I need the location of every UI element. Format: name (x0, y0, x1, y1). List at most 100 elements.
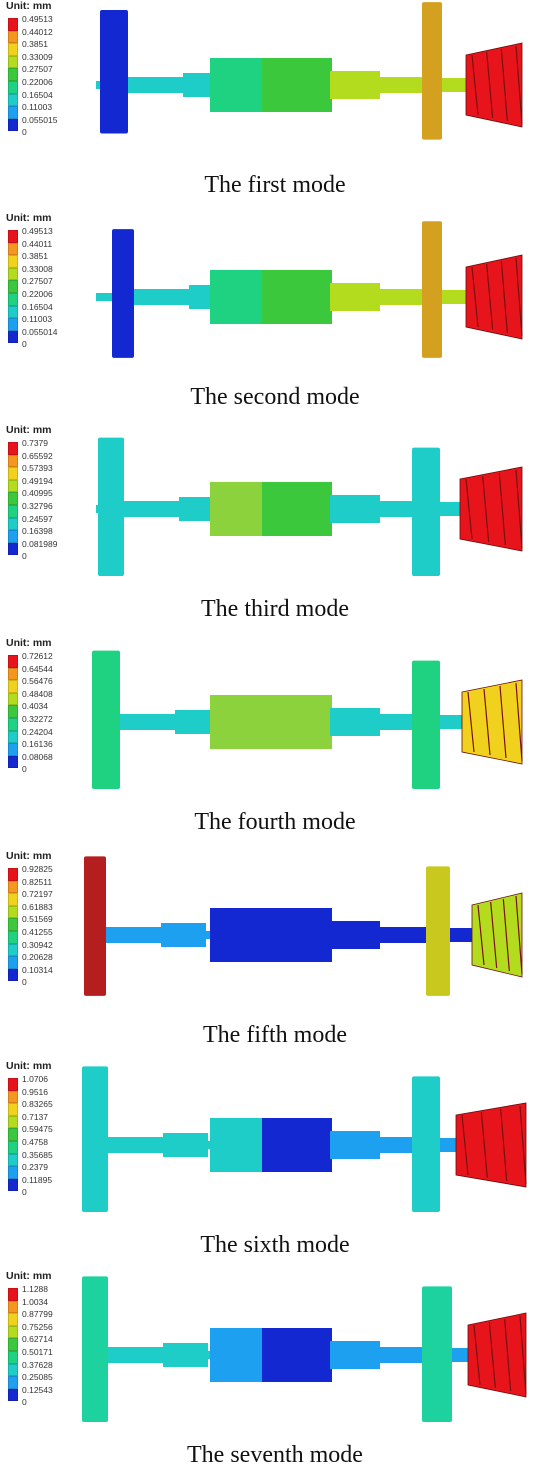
unit-label: Unit: mm (6, 637, 52, 649)
right-disk (422, 1286, 452, 1423)
shaft-segment-right (380, 289, 422, 305)
legend-value: 0.08068 (22, 751, 53, 762)
rotor-body-right (262, 1118, 332, 1172)
legend-swatch (8, 242, 18, 256)
impeller (455, 1102, 527, 1188)
mode-caption: The first mode (204, 172, 346, 198)
legend-swatch (8, 517, 18, 531)
legend-swatch (8, 655, 18, 668)
rotor-body-left (210, 482, 265, 536)
impeller-blade (483, 688, 491, 756)
legend-value: 0.64544 (22, 663, 53, 674)
shaft-step-right (330, 495, 380, 523)
legend-value: 0.41255 (22, 927, 53, 937)
legend-value: 0.22006 (22, 289, 53, 299)
legend-value: 0.11003 (22, 314, 53, 325)
rotor-body-left (210, 1118, 265, 1172)
legend-value: 1.0706 (22, 1074, 48, 1084)
legend-value: 0 (22, 127, 27, 138)
shaft-segment (108, 1137, 168, 1153)
legend-swatch (8, 118, 18, 132)
impeller-blade (500, 1108, 508, 1182)
shaft-step (161, 923, 206, 947)
legend-swatch (8, 1376, 18, 1389)
legend-swatch (8, 1388, 18, 1402)
legend-swatch (8, 968, 18, 982)
rotor-body-right (262, 270, 332, 324)
shaft-step (163, 1133, 208, 1157)
legend-swatch (8, 931, 18, 944)
legend-value: 0 (22, 977, 27, 988)
legend-value: 0.055015 (22, 114, 58, 125)
legend-swatch (8, 1313, 18, 1326)
legend-value: 1.1288 (22, 1284, 48, 1294)
shaft-neck (442, 290, 466, 304)
legend-value: 0.16398 (22, 526, 53, 537)
impeller-blade (477, 904, 485, 966)
impeller (461, 679, 523, 765)
legend-value: 0.40995 (22, 488, 53, 499)
legend-value: 0.11895 (22, 1174, 53, 1185)
shaft-segment-right (380, 714, 412, 730)
legend-swatch (8, 755, 18, 769)
shaft-segment (134, 289, 194, 305)
impeller (459, 466, 523, 552)
legend-swatch (8, 267, 18, 281)
legend-swatch (8, 943, 18, 957)
impeller (465, 254, 523, 340)
shaft-step-right (330, 283, 380, 311)
legend-swatch (8, 1178, 18, 1192)
impeller-blade (499, 685, 507, 759)
impeller (471, 892, 523, 978)
legend-swatch (8, 1115, 18, 1129)
unit-label: Unit: mm (6, 850, 52, 862)
legend-swatch (8, 30, 18, 44)
left-disk (84, 856, 106, 996)
legend-value: 0.3851 (22, 251, 48, 262)
legend-swatch (8, 542, 18, 556)
impeller-blade (461, 1114, 469, 1176)
legend-swatch (8, 55, 18, 69)
unit-label: Unit: mm (6, 212, 52, 224)
left-disk (82, 1066, 108, 1213)
legend-value: 0.51569 (22, 914, 53, 925)
right-disk (422, 2, 442, 140)
legend-swatch (8, 1103, 18, 1116)
legend-swatch (8, 305, 18, 319)
legend-swatch (8, 505, 18, 518)
shaft-neck (452, 1348, 468, 1362)
shaft-neck (450, 928, 472, 942)
mode-caption: The fifth mode (203, 1022, 347, 1048)
legend-swatch (8, 743, 18, 756)
rotor-body-left (210, 270, 265, 324)
legend-value: 0.65592 (22, 450, 53, 461)
unit-label: Unit: mm (6, 424, 52, 436)
impeller-blade (473, 1324, 481, 1386)
impeller-blade (488, 1321, 496, 1389)
shaft-segment (108, 1347, 168, 1363)
legend-value: 0.9516 (22, 1086, 48, 1097)
legend-swatch (8, 956, 18, 969)
rotor-body-left (210, 58, 265, 112)
legend-value: 0.081989 (22, 538, 58, 549)
legend-swatch (8, 1325, 18, 1339)
impeller (467, 1312, 527, 1398)
legend-value: 1.0034 (22, 1296, 48, 1307)
legend-value: 0.57393 (22, 463, 53, 474)
shaft-segment-right (380, 77, 422, 93)
impeller-blade (498, 472, 506, 546)
impeller-blade (490, 901, 498, 969)
legend-swatch (8, 442, 18, 455)
legend-swatch (8, 1141, 18, 1154)
right-disk (412, 1076, 440, 1213)
rotor-body-right (262, 1328, 332, 1382)
legend-swatch (8, 893, 18, 906)
legend-swatch (8, 454, 18, 468)
rotor-body-right (262, 908, 332, 962)
legend-value: 0.62714 (22, 1334, 53, 1345)
impeller-blade (500, 260, 508, 334)
legend-swatch (8, 106, 18, 119)
